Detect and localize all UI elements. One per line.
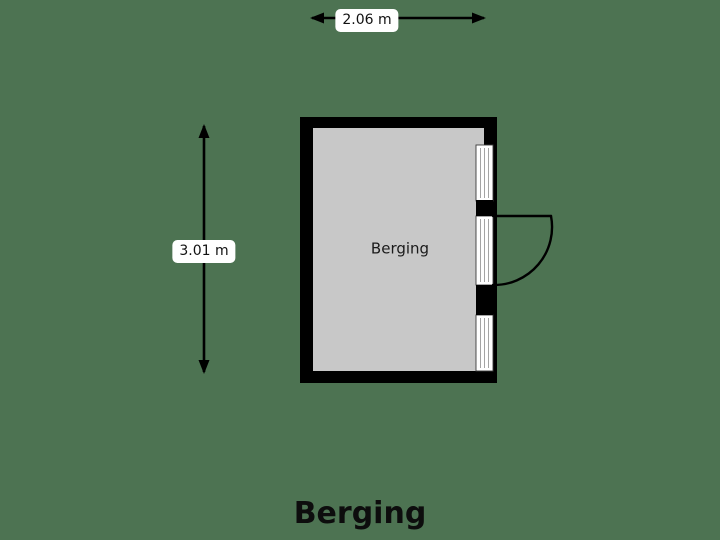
dimension-label-left: 3.01 m (172, 240, 236, 263)
door-swing-east (491, 214, 554, 287)
dimension-label-top: 2.06 m (335, 9, 399, 32)
window-panel-middle (475, 215, 494, 286)
window-panel-lower (475, 314, 494, 372)
page-title: Berging (293, 496, 427, 531)
window-assembly-east (475, 144, 494, 372)
dimension-left-arrow-top (198, 124, 210, 138)
window-post-upper (476, 200, 493, 216)
window-panel-upper (475, 144, 494, 202)
room-floor-fill (313, 128, 484, 371)
window-post-lower (476, 285, 493, 315)
room-name-label: Berging (370, 239, 430, 258)
dimension-left-arrow-bottom (198, 360, 210, 374)
door-swing-arc (491, 214, 554, 287)
dimension-top-arrow-left (310, 12, 324, 24)
dimension-top-arrow-right (472, 12, 486, 24)
